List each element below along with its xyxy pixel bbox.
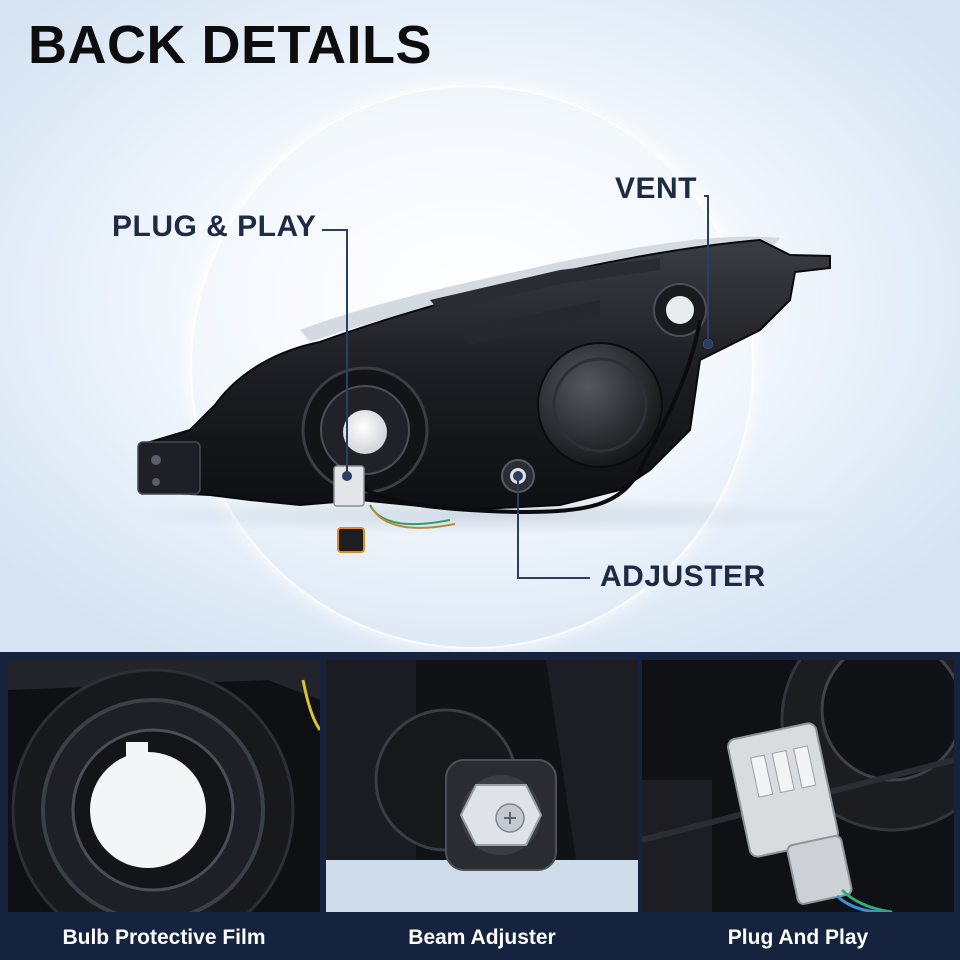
page-title: BACK DETAILS xyxy=(28,15,432,75)
caption-beam-adjuster: Beam Adjuster xyxy=(408,926,556,949)
detail-photo-bulb-film xyxy=(8,660,320,912)
bulb-protective-film xyxy=(343,410,387,454)
beam-adjuster-closeup xyxy=(326,660,638,912)
leader-dot xyxy=(342,471,352,481)
detail-card-bulb-film: Bulb Protective Film xyxy=(8,660,320,960)
leader-vent xyxy=(704,195,709,344)
decorative-light-arc xyxy=(190,85,754,649)
wire-yellow xyxy=(371,507,456,529)
detail-card-beam-adjuster: Beam Adjuster xyxy=(326,660,638,960)
headlamp-back-illustration xyxy=(137,195,831,579)
bulb-film-closeup xyxy=(8,660,320,912)
parking-bulb xyxy=(666,296,694,324)
leader-plug-and-play xyxy=(322,229,348,476)
harness-plug xyxy=(337,527,365,553)
detail-photo-beam-adjuster xyxy=(326,660,638,912)
leader-dot xyxy=(513,471,523,481)
caption-bulb-film: Bulb Protective Film xyxy=(62,926,266,949)
callout-plug-and-play: PLUG & PLAY xyxy=(112,210,317,243)
caption-plug-and-play: Plug And Play xyxy=(727,926,869,949)
dust-cover-ring xyxy=(552,357,648,453)
leader-adjuster xyxy=(517,476,590,579)
hero-section: BACK DETAILS PLUG & PLAY VENT ADJUSTER xyxy=(0,0,960,652)
detail-strip: Bulb Protective Film Beam Adjuster xyxy=(0,652,960,960)
mounting-hole xyxy=(152,478,160,486)
detail-photo-plug-and-play xyxy=(642,660,954,912)
callout-adjuster: ADJUSTER xyxy=(600,560,766,593)
callout-vent: VENT xyxy=(615,172,698,205)
wire-harness xyxy=(343,319,702,515)
detail-card-plug-and-play: Plug And Play xyxy=(642,660,954,960)
mounting-tab xyxy=(137,441,201,495)
housing-rib xyxy=(460,300,600,345)
mounting-hole xyxy=(151,455,161,465)
callout-leader-lines xyxy=(322,195,713,579)
high-beam-dust-cover xyxy=(537,342,663,468)
plug-connector-closeup xyxy=(642,660,954,912)
housing-rib xyxy=(430,258,660,312)
leader-dot xyxy=(703,339,713,349)
plug-connector xyxy=(333,465,365,507)
